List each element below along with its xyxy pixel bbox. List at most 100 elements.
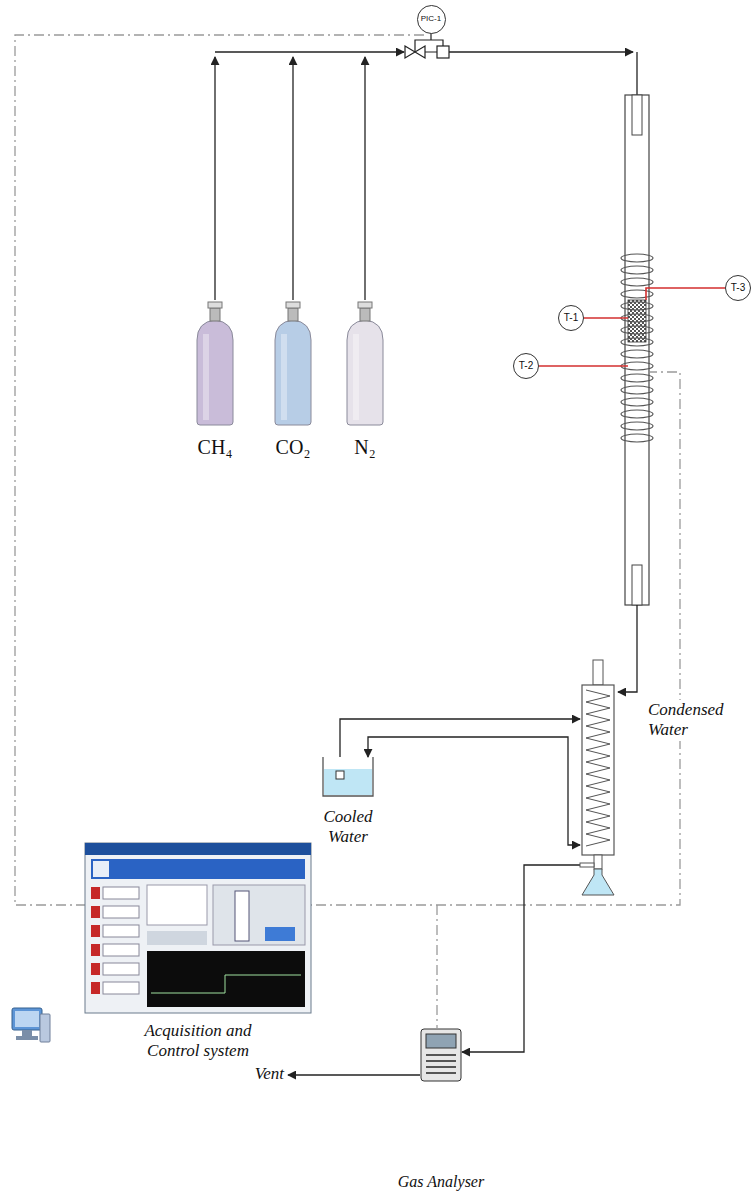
outlet-label: Vent	[240, 1064, 284, 1084]
analyser-grille	[426, 1060, 456, 1062]
control-screen: Acquisition and Control system	[85, 843, 311, 1013]
condenser-drain	[594, 855, 602, 869]
feed-pipe	[214, 57, 215, 300]
equipment-label: CH₄	[180, 435, 250, 459]
screen-button	[91, 963, 100, 975]
water-bath: Cooled Water	[322, 757, 374, 797]
screen-button	[91, 906, 100, 918]
cylinder-body	[275, 320, 311, 425]
gas-cylinder: CO₂	[273, 300, 313, 425]
screen-banner	[91, 859, 305, 879]
condenser-jacket	[582, 685, 614, 855]
actuator-symbol	[437, 46, 449, 58]
gas-cylinder-drawing	[195, 300, 235, 425]
screen-field	[103, 925, 139, 937]
thermocouple-circle: T-3	[725, 275, 751, 301]
furnace-coil	[621, 350, 653, 358]
product-pipe	[618, 605, 637, 692]
gas-outlet	[580, 863, 594, 867]
beaker-outline	[323, 757, 373, 796]
screen-field	[103, 887, 139, 899]
analyser-body	[421, 1029, 461, 1081]
catalyst-bed	[628, 300, 646, 342]
cylinder-valve	[208, 302, 222, 308]
equipment-label: Condensed Water	[648, 700, 748, 741]
equipment-label: CO₂	[258, 435, 328, 459]
screen-button	[91, 925, 100, 937]
cylinder-highlight	[281, 334, 287, 420]
signal-line	[436, 905, 437, 1028]
thermocouple-circle: T-2	[513, 353, 539, 379]
cylinder-valve	[358, 302, 372, 308]
reactor-inlet	[632, 95, 642, 135]
condenser-top	[593, 660, 603, 685]
control-screen-drawing	[85, 843, 311, 1013]
gas-analyser: Gas Analyser	[420, 1028, 462, 1082]
collection-flask	[582, 869, 614, 895]
pipe-connector	[368, 737, 580, 845]
cylinder-neck	[288, 308, 298, 321]
furnace-coil	[621, 398, 653, 406]
condenser-coil	[586, 690, 610, 846]
screen-trace	[151, 975, 301, 993]
instrument-tag: T-1	[564, 313, 578, 323]
furnace-coil	[621, 326, 653, 334]
computer-icon	[40, 1014, 50, 1042]
analyser-grille	[426, 1066, 456, 1068]
analyser-grille	[426, 1054, 456, 1056]
furnace-coil	[621, 290, 653, 298]
screen-panel	[147, 931, 207, 945]
cylinder-neck	[210, 308, 220, 321]
thermocouple-wire	[539, 365, 628, 367]
screen-panel	[213, 885, 305, 945]
feed-header	[215, 51, 404, 52]
screen-panel	[147, 885, 207, 925]
condenser: Condensed Water	[580, 660, 616, 897]
instrument-tag: T-2	[519, 361, 533, 371]
screen-field	[103, 944, 139, 956]
cylinder-neck	[360, 308, 370, 321]
furnace-coil	[621, 374, 653, 382]
furnace-coil	[621, 302, 653, 310]
screen-field	[103, 963, 139, 975]
cylinder-highlight	[353, 334, 359, 420]
condenser-drawing	[580, 660, 616, 897]
signal-line	[15, 35, 680, 905]
screen-button	[91, 887, 100, 899]
furnace-coil	[621, 434, 653, 442]
water-fill	[324, 769, 372, 795]
gas-cylinder-drawing	[273, 300, 313, 425]
feed-pipe	[449, 51, 633, 52]
pipe-connector	[462, 865, 580, 1052]
equipment-label: N₂	[330, 435, 400, 459]
cylinder-highlight	[203, 334, 209, 420]
furnace-coil	[621, 422, 653, 430]
cylinder-valve	[286, 302, 300, 308]
thermocouple-wire	[584, 317, 628, 319]
furnace-coil	[621, 410, 653, 418]
screen-field	[103, 906, 139, 918]
gas-cylinder-drawing	[345, 300, 385, 425]
furnace-coil	[621, 266, 653, 274]
analyser-grille	[426, 1072, 456, 1074]
furnace-coil	[621, 278, 653, 286]
reactor-outlet	[632, 565, 642, 605]
analyser-display	[426, 1034, 456, 1048]
computer-icon	[16, 1036, 38, 1040]
screen-button	[91, 982, 100, 994]
thermocouple-circle: T-1	[558, 305, 584, 331]
equipment-label: Gas Analyser	[376, 1172, 506, 1191]
valve-stem	[415, 33, 443, 52]
pump-symbol	[336, 771, 344, 779]
feed-pipe	[292, 57, 293, 300]
screen-chart	[147, 951, 305, 1007]
screen-titlebar	[85, 843, 311, 855]
feed-pipe	[636, 52, 637, 95]
furnace-coil	[621, 254, 653, 262]
thermocouple-wire	[646, 288, 725, 300]
gas-cylinder: N₂	[345, 300, 385, 425]
gas-cylinder: CH₄	[195, 300, 235, 425]
cylinder-body	[197, 320, 233, 425]
